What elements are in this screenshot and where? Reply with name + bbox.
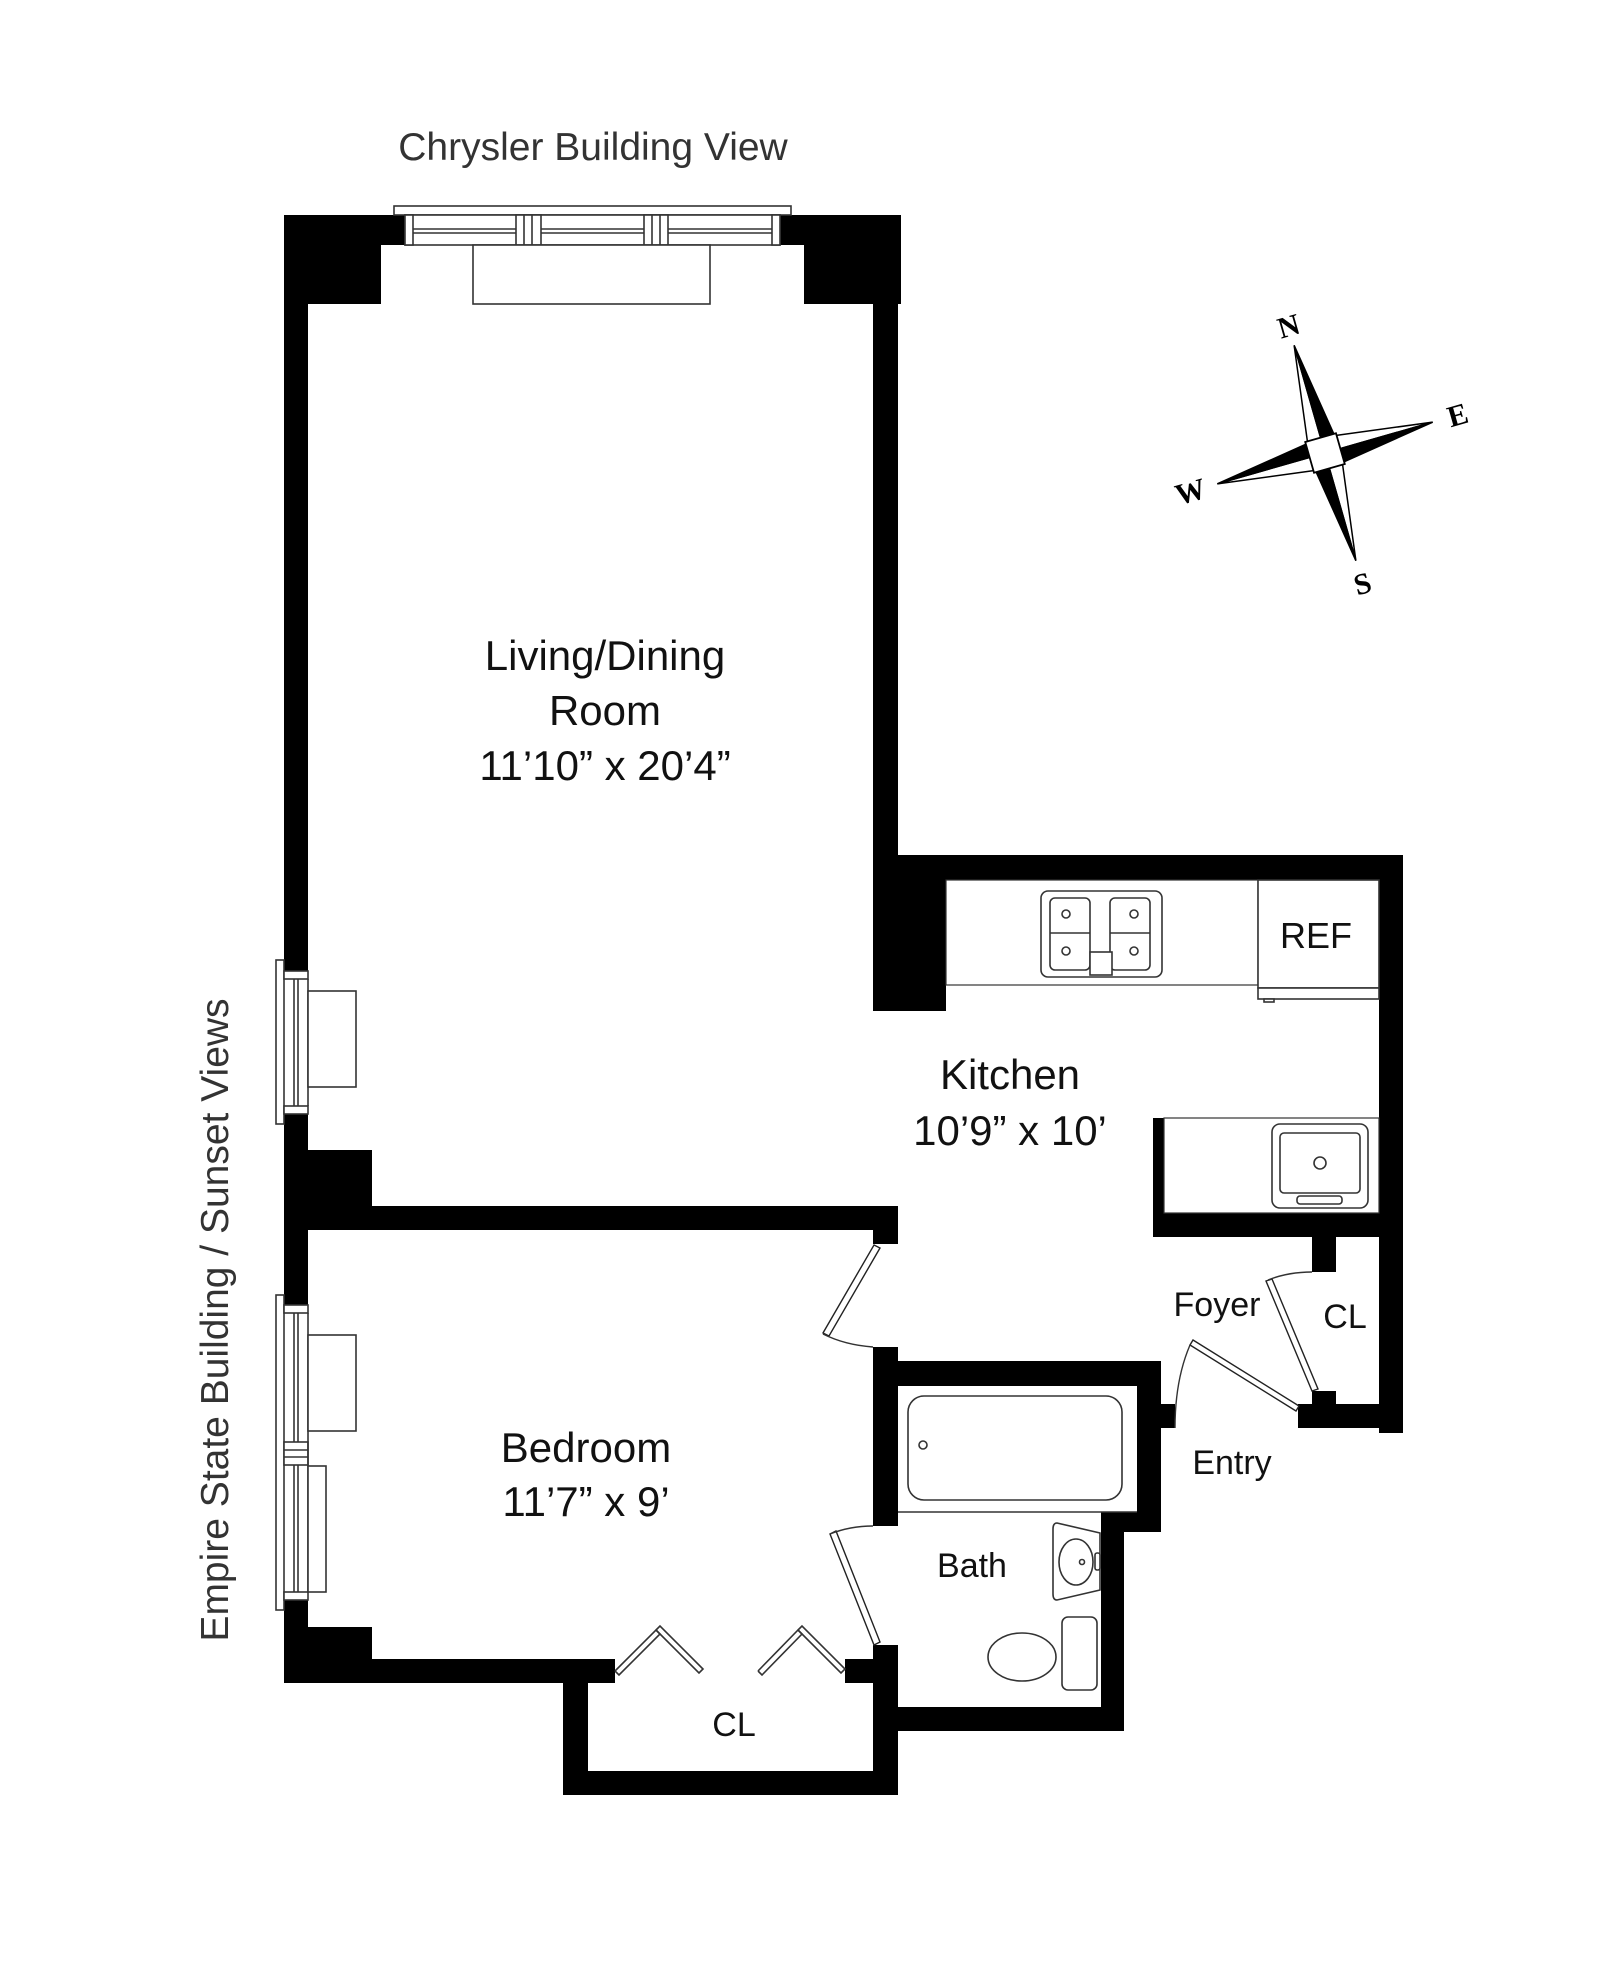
kitchen-sink xyxy=(1271,1123,1369,1209)
bedroom-name: Bedroom xyxy=(501,1424,671,1471)
window-living-west xyxy=(275,959,309,1125)
bath-walls xyxy=(873,1347,1161,1731)
radiator-living-west xyxy=(307,990,357,1088)
window-north xyxy=(393,205,792,246)
foyer-closet-door[interactable] xyxy=(1265,1271,1319,1392)
bath-door[interactable] xyxy=(829,1525,881,1646)
living-room-dimensions: 11’10” x 20’4” xyxy=(479,742,730,789)
radiator-bedroom-a xyxy=(307,1334,357,1432)
refrigerator: REF xyxy=(1257,879,1380,1003)
kitchen-label: Kitchen 10’9” x 10’ xyxy=(913,1051,1107,1154)
empire-state-view-label: Empire State Building / Sunset Views xyxy=(194,998,237,1641)
entry-name: Entry xyxy=(1192,1444,1271,1482)
toilet xyxy=(987,1616,1098,1691)
living-room-name-2: Room xyxy=(549,687,661,734)
radiator-north xyxy=(472,244,711,305)
bedroom-label: Bedroom 11’7” x 9’ xyxy=(501,1424,671,1525)
entry-door[interactable] xyxy=(1174,1339,1300,1429)
bedroom-dimensions: 11’7” x 9’ xyxy=(502,1478,669,1525)
radiator-bedroom-b xyxy=(307,1465,327,1593)
compass-east: E xyxy=(1444,397,1472,434)
living-room-name: Living/Dining xyxy=(485,632,725,679)
window-bedroom-west xyxy=(275,1294,309,1611)
foyer-closet-name: CL xyxy=(1323,1298,1366,1336)
living-room-label: Living/Dining Room 11’10” x 20’4” xyxy=(479,632,730,789)
kitchen-name: Kitchen xyxy=(940,1051,1080,1098)
bath-sink xyxy=(1052,1522,1101,1601)
compass-rose-icon: N S E W xyxy=(1172,308,1472,603)
living-room-walls xyxy=(284,215,901,1305)
foyer-walls xyxy=(1161,1237,1403,1428)
compass-west: W xyxy=(1172,472,1210,512)
bathtub xyxy=(907,1395,1123,1501)
stove xyxy=(1040,890,1163,978)
kitchen-walls xyxy=(873,855,1403,1433)
foyer-name: Foyer xyxy=(1174,1286,1261,1324)
bedroom-door[interactable] xyxy=(822,1244,881,1348)
kitchen-dimensions: 10’9” x 10’ xyxy=(913,1107,1107,1154)
bedroom-closet-name: CL xyxy=(712,1706,755,1744)
compass-north: N xyxy=(1274,308,1304,346)
chrysler-view-label: Chrysler Building View xyxy=(398,126,788,169)
compass-south: S xyxy=(1350,566,1375,602)
ref-label: REF xyxy=(1280,915,1352,956)
bath-name: Bath xyxy=(937,1547,1007,1585)
bedroom-closet-bifold-doors[interactable] xyxy=(614,1624,847,1677)
